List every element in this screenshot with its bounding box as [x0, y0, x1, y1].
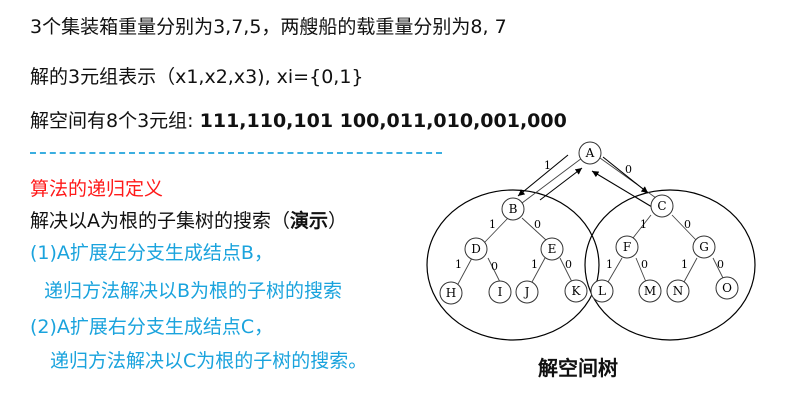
- node-m: M: [644, 284, 656, 298]
- problem-statement: 3个集装箱重量分别为3,7,5，两艘船的载重量分别为8, 7: [30, 16, 507, 38]
- svg-text:0: 0: [717, 258, 724, 271]
- edge-label-a-c: 0: [625, 163, 632, 176]
- solution-space-prefix: 解空间有8个3元组:: [30, 110, 200, 132]
- step-2-detail: 递归方法解决以C为根的子树的搜索。: [50, 350, 368, 372]
- right-subtree-ellipse: [584, 189, 756, 341]
- algorithm-intro: 解决以A为根的子集树的搜索（演示）: [30, 206, 347, 233]
- node-b: B: [509, 202, 518, 216]
- node-n: N: [673, 284, 684, 298]
- node-o: O: [722, 281, 732, 295]
- solution-space-tuples: 111,110,101 100,011,010,001,000: [199, 110, 567, 132]
- step-1: (1)A扩展左分支生成结点B，: [30, 242, 273, 264]
- step-1-detail: 递归方法解决以B为根的子树的搜索: [44, 280, 343, 302]
- node-c: C: [657, 199, 666, 213]
- svg-text:1: 1: [489, 218, 496, 231]
- svg-text:0: 0: [565, 258, 572, 271]
- node-a: A: [585, 146, 595, 160]
- edge-label-a-b: 1: [544, 159, 551, 172]
- intro-text: 解决以A为根的子集树的搜索（: [30, 210, 290, 232]
- svg-text:1: 1: [455, 258, 462, 271]
- solution-space: 解空间有8个3元组: 111,110,101 100,011,010,001,0…: [30, 106, 567, 133]
- step-2: (2)A扩展右分支生成结点C，: [30, 316, 274, 338]
- svg-text:1: 1: [681, 258, 688, 271]
- left-subtree-ellipse: [426, 189, 600, 341]
- demo-link: 演示: [290, 210, 329, 232]
- svg-text:0: 0: [534, 218, 541, 231]
- node-i: I: [498, 285, 503, 299]
- svg-text:0: 0: [491, 260, 498, 273]
- svg-text:0: 0: [684, 218, 691, 231]
- node-e: E: [548, 242, 557, 256]
- tuple-representation: 解的3元组表示（x1,x2,x3), xi={0,1}: [30, 66, 364, 88]
- svg-text:1: 1: [640, 218, 647, 231]
- dashed-divider: [30, 152, 442, 154]
- node-j: J: [523, 285, 530, 299]
- node-d: D: [471, 242, 481, 256]
- node-k: K: [572, 284, 582, 298]
- node-g: G: [699, 240, 709, 254]
- algorithm-title: 算法的递归定义: [30, 178, 164, 200]
- tree-caption: 解空间树: [538, 356, 618, 380]
- node-l: L: [598, 284, 606, 298]
- svg-text:0: 0: [641, 258, 648, 271]
- svg-text:1: 1: [606, 258, 613, 271]
- intro-suffix: ）: [328, 210, 348, 232]
- svg-text:1: 1: [531, 258, 538, 271]
- node-f: F: [623, 240, 631, 254]
- node-h: H: [446, 286, 456, 300]
